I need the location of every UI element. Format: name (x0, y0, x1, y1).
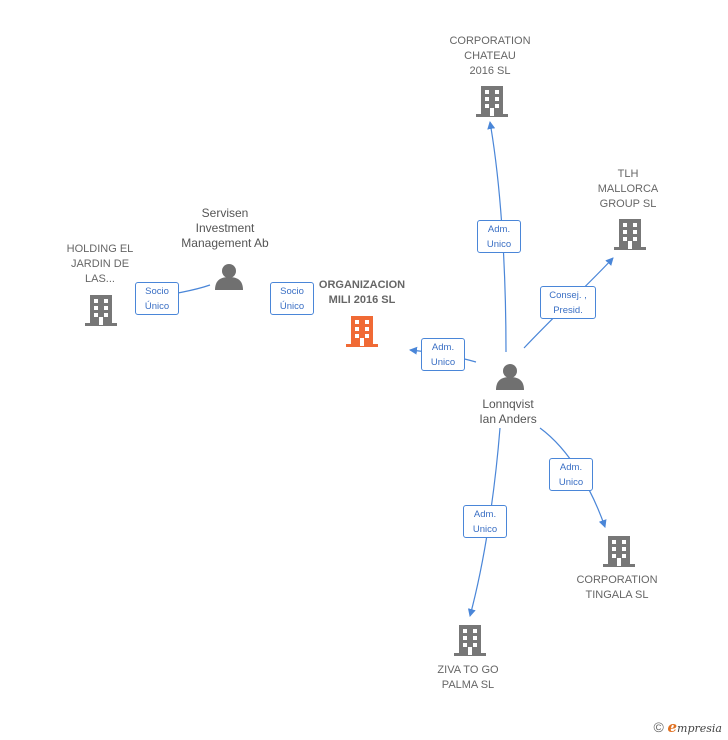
edge-label-line: Adm. (473, 509, 497, 520)
building-icon-holding[interactable] (85, 295, 117, 326)
label-line: Ian Anders (479, 412, 537, 426)
edge-label-line: Unico (472, 524, 498, 535)
edge-label-line: Unico (430, 357, 456, 368)
label-line: LAS... (85, 273, 115, 285)
label-line: Investment (195, 221, 255, 235)
edge-label-socio-holding[interactable]: Socio Único (135, 282, 179, 315)
edge-label-line: Adm. (431, 342, 455, 353)
label-line: ORGANIZACION (318, 279, 406, 291)
label-line: HOLDING EL (66, 243, 134, 255)
label-line: TLH (617, 168, 639, 180)
label-line: GROUP SL (599, 198, 657, 210)
edge-label-line: Unico (486, 239, 512, 250)
label-line: ZIVA TO GO (437, 664, 499, 676)
node-label-holding[interactable]: HOLDING EL JARDIN DE LAS... (50, 242, 150, 287)
node-label-organizacion[interactable]: ORGANIZACION MILI 2016 SL (304, 278, 420, 308)
copyright-symbol: © (653, 719, 664, 735)
label-line: PALMA SL (441, 679, 495, 691)
edge-label-line: Único (144, 301, 170, 312)
edge-label-adm-tingala[interactable]: Adm. Unico (549, 458, 593, 491)
node-label-ziva[interactable]: ZIVA TO GO PALMA SL (418, 663, 518, 693)
label-line: JARDIN DE (70, 258, 130, 270)
edge-label-line: Adm. (559, 462, 583, 473)
label-line: CORPORATION (576, 574, 658, 586)
label-line: MALLORCA (597, 183, 659, 195)
building-icon-ziva[interactable] (454, 625, 486, 656)
label-line: TINGALA SL (585, 589, 649, 601)
building-icon-tlh[interactable] (614, 219, 646, 250)
edge-label-line: Socio (145, 286, 169, 297)
edge-label-adm-chateau[interactable]: Adm. Unico (477, 220, 521, 253)
label-line: Management Ab (181, 236, 269, 250)
copyright-brand: © empresia (654, 718, 722, 736)
edge-label-line: Adm. (487, 224, 511, 235)
person-icon-lonnqvist[interactable] (496, 364, 524, 390)
node-label-servisen[interactable]: Servisen Investment Management Ab (165, 206, 285, 251)
edge-label-line: Socio (280, 286, 304, 297)
node-label-chateau[interactable]: CORPORATION CHATEAU 2016 SL (432, 34, 548, 79)
label-line: 2016 SL (469, 65, 511, 77)
label-line: Servisen (201, 206, 249, 220)
building-icon-tingala[interactable] (603, 536, 635, 567)
node-label-tingala[interactable]: CORPORATION TINGALA SL (560, 573, 674, 603)
building-icon-organizacion[interactable] (346, 316, 378, 347)
label-line: MILI 2016 SL (328, 294, 396, 306)
building-icon-chateau[interactable] (476, 86, 508, 117)
node-label-lonnqvist[interactable]: Lonnqvist Ian Anders (458, 397, 558, 427)
edge-label-socio-organizacion[interactable]: Socio Único (270, 282, 314, 315)
edge-label-adm-ziva[interactable]: Adm. Unico (463, 505, 507, 538)
edges (135, 121, 614, 617)
label-line: CHATEAU (464, 50, 516, 62)
person-icon-servisen[interactable] (215, 264, 243, 290)
edge-label-line: Unico (558, 477, 584, 488)
edge-label-line: Único (279, 301, 305, 312)
edge-label-line: Consej. , (549, 290, 587, 301)
brand-logo-initial: e (667, 718, 678, 736)
node-label-tlh[interactable]: TLH MALLORCA GROUP SL (578, 167, 678, 212)
edge-label-consej-tlh[interactable]: Consej. , Presid. (540, 286, 596, 319)
brand-logo-text: mpresia (677, 722, 722, 735)
label-line: Lonnqvist (482, 397, 534, 411)
edge-label-line: Presid. (553, 305, 583, 316)
label-line: CORPORATION (449, 35, 531, 47)
edge-label-adm-organizacion[interactable]: Adm. Unico (421, 338, 465, 371)
